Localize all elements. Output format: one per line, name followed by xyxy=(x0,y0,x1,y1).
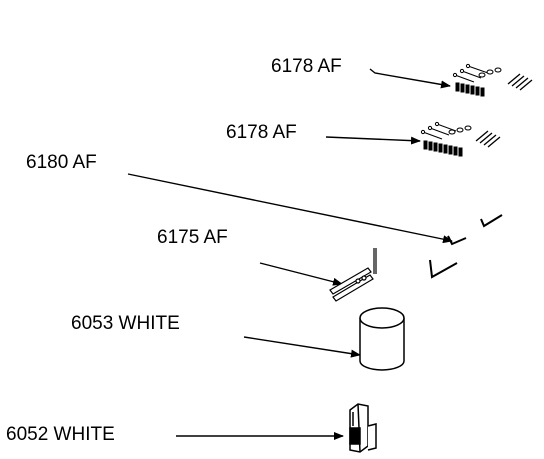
hardware-kit-6178-af-top xyxy=(452,63,533,97)
end-cap-6053-white xyxy=(359,307,405,371)
part-label-6175-af: 6175 AF xyxy=(157,227,228,248)
clip-6052-white xyxy=(349,403,377,453)
part-label-6178-af-top: 6178 AF xyxy=(271,56,342,77)
part-label-6178-af-second: 6178 AF xyxy=(226,122,297,143)
hardware-kit-6178-af-second xyxy=(420,121,501,157)
part-label-6053-white: 6053 WHITE xyxy=(71,313,180,334)
part-label-6180-af: 6180 AF xyxy=(26,152,97,173)
part-label-6052-white: 6052 WHITE xyxy=(6,424,115,445)
leader-line-6175-af xyxy=(259,262,343,286)
leader-line-6178-af-top xyxy=(369,68,451,89)
leader-line-6180-af xyxy=(127,173,453,244)
angle-brackets-6180-af xyxy=(429,214,503,279)
leader-line-6053-white xyxy=(243,336,361,358)
leader-line-6178-af-second xyxy=(325,136,421,145)
rods-6175-af xyxy=(329,248,377,302)
